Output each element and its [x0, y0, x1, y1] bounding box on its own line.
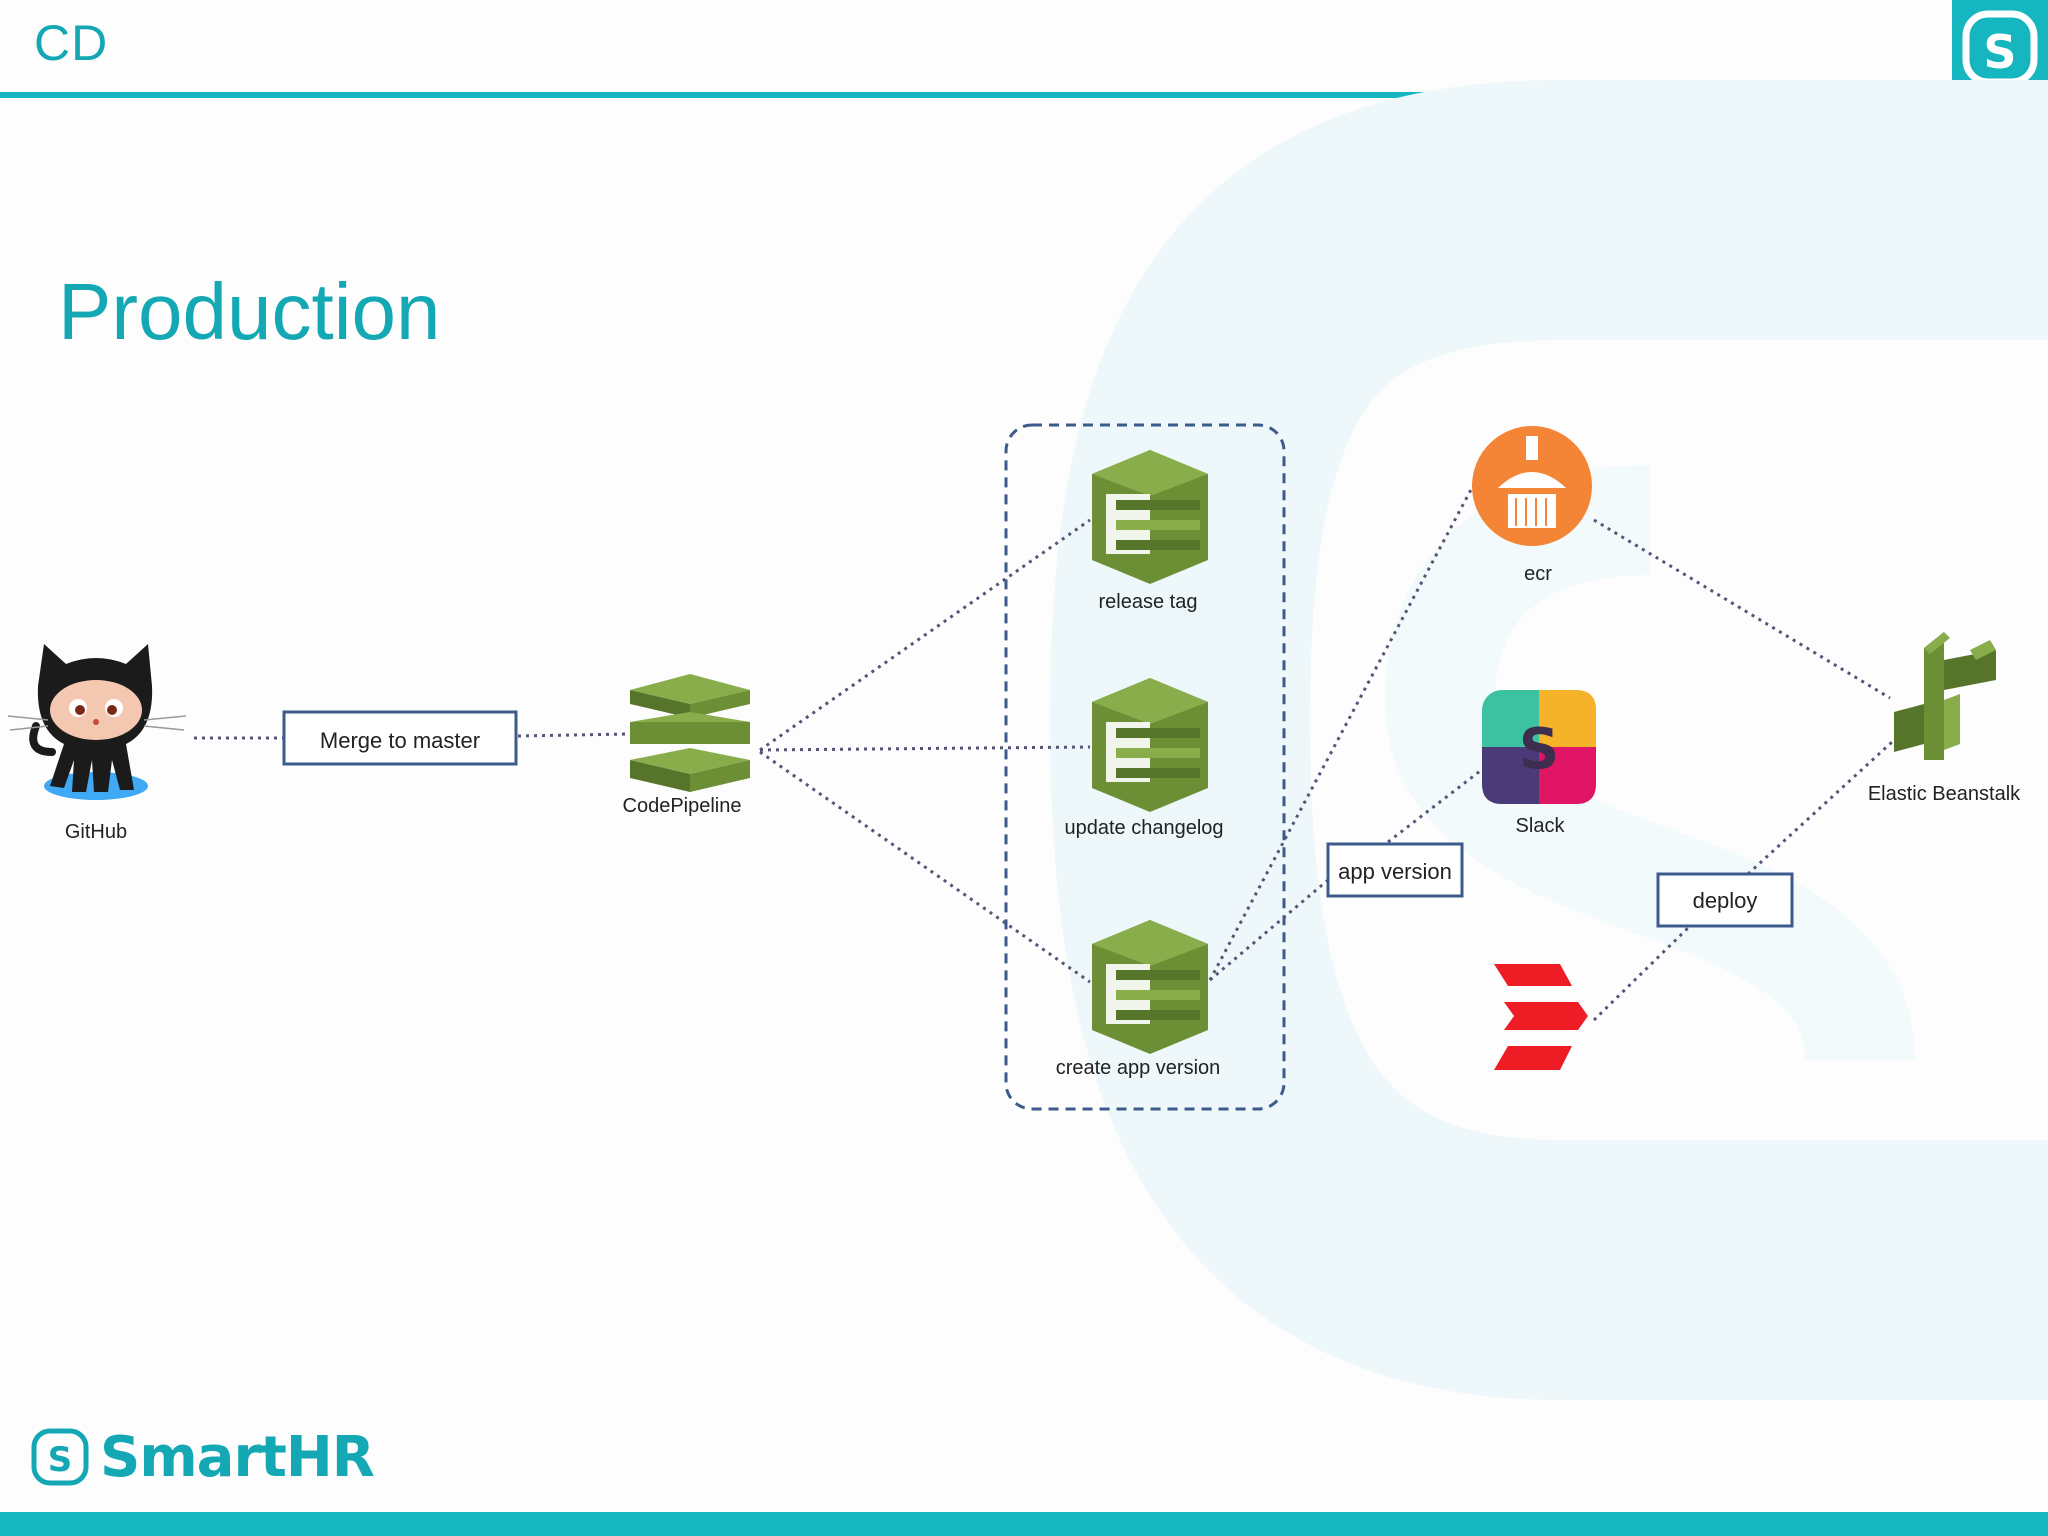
- edge-appversion-label: [1209, 878, 1329, 982]
- merge-to-master-box: [282, 710, 518, 766]
- release-tag-icon: [1092, 450, 1208, 584]
- elastic-beanstalk-icon: [1894, 632, 1996, 760]
- footer-bar: [0, 1512, 2048, 1536]
- edge-appversion-ecr: [1208, 483, 1476, 981]
- task-group-box: [1004, 423, 1286, 1111]
- codepipeline-label: CodePipeline: [623, 795, 742, 817]
- slack-icon: S: [1482, 690, 1596, 804]
- github-label: GitHub: [65, 821, 127, 843]
- github-icon: [7, 644, 187, 800]
- svg-text:S: S: [48, 1440, 73, 1480]
- smarthr-s-icon: S: [1962, 10, 2038, 86]
- svg-text:S: S: [1983, 25, 2016, 79]
- merge-to-master-label: Merge to master: [320, 728, 480, 753]
- edge-codepipeline-changelog: [759, 745, 1091, 752]
- header-divider: [0, 92, 1952, 98]
- app-version-box: [1326, 842, 1464, 898]
- edge-merge-codepipeline: [517, 732, 629, 738]
- edge-codepipeline-release: [759, 518, 1091, 752]
- smarthr-logo-icon: S: [31, 1428, 89, 1486]
- edge-codepipeline-appversion: [759, 750, 1091, 984]
- svg-text:S: S: [1519, 717, 1559, 782]
- create-app-version-label: create app version: [1056, 1057, 1221, 1079]
- brand-name: SmartHR: [100, 1424, 375, 1490]
- ecr-icon: [1472, 426, 1592, 546]
- edge-label-slack: [1387, 766, 1485, 844]
- deploy-label: deploy: [1693, 888, 1758, 913]
- release-tag-label: release tag: [1099, 591, 1198, 613]
- deploy-box: [1656, 872, 1794, 928]
- slack-label: Slack: [1516, 815, 1566, 837]
- update-changelog-icon: [1092, 678, 1208, 812]
- deploy-tool-logo-icon: [1494, 964, 1588, 1070]
- slide-title: Production: [58, 267, 441, 356]
- elastic-beanstalk-label: Elastic Beanstalk: [1868, 783, 2021, 805]
- edge-ecr-beanstalk: [1593, 518, 1891, 700]
- update-changelog-label: update changelog: [1064, 817, 1223, 839]
- codepipeline-icon: [630, 674, 750, 792]
- edge-cli-deploy: [1592, 924, 1692, 1022]
- brand-logo: S SmartHR: [30, 1424, 375, 1490]
- ecr-label: ecr: [1524, 563, 1552, 585]
- header-title: CD: [34, 15, 109, 71]
- edges: [194, 483, 1894, 1022]
- create-app-version-icon: [1092, 920, 1208, 1054]
- app-version-label: app version: [1338, 859, 1452, 884]
- edge-deploy-beanstalk: [1746, 740, 1894, 876]
